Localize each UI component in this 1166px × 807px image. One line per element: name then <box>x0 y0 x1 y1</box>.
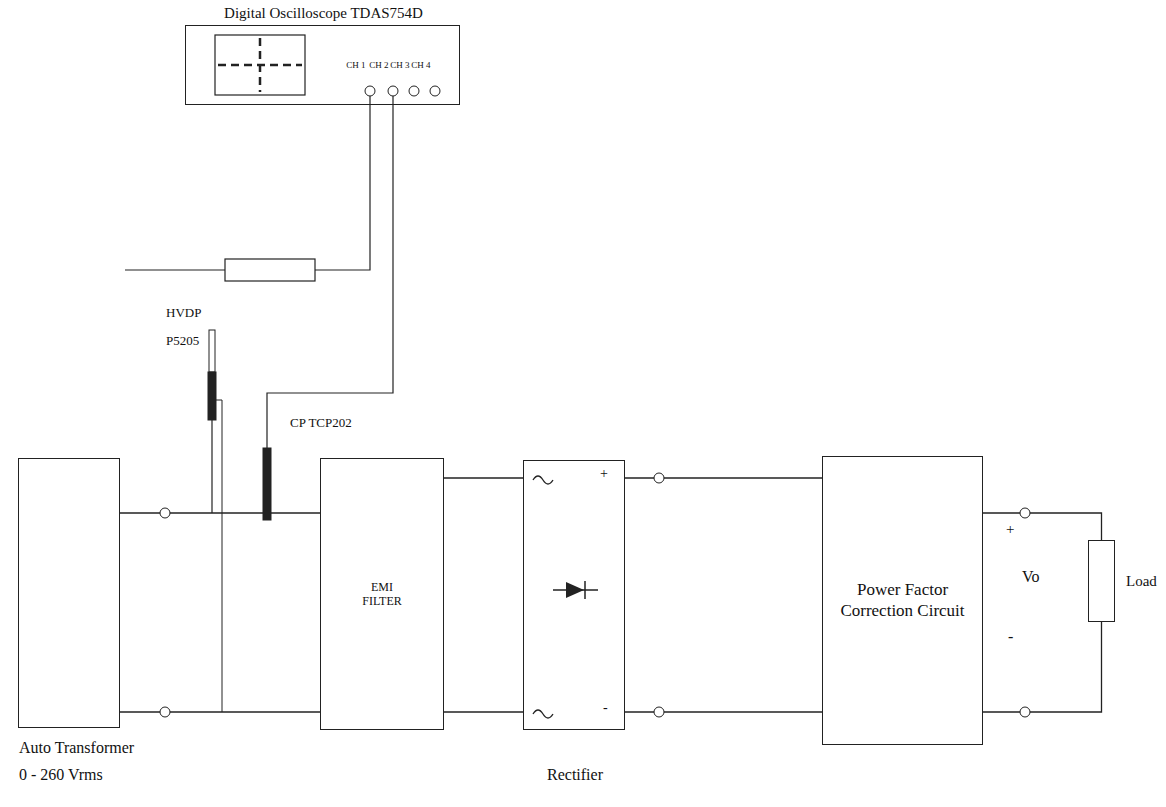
node-text: 0 - 260 Vrms <box>19 765 103 784</box>
terminal-label: + <box>1006 521 1014 538</box>
ac-symbol <box>533 710 553 718</box>
node-text: CH 4 <box>411 60 431 70</box>
wire <box>444 711 523 712</box>
current-probe <box>263 448 271 520</box>
node-text: CH 3 <box>390 60 410 70</box>
node-text: Power Factor Correction Circuit <box>840 580 965 621</box>
hv-probe-head <box>208 372 216 420</box>
node-text: CH 2 <box>369 60 389 70</box>
oscilloscope-box: Digital Oscilloscope TDAS754DCH 1CH 2CH … <box>185 25 460 105</box>
terminal <box>1020 508 1030 518</box>
node-text: Rectifier <box>524 765 626 784</box>
wire <box>983 622 1102 712</box>
hv-probe-body <box>209 330 215 372</box>
scope-screen <box>215 35 305 95</box>
channel-jack <box>388 86 398 96</box>
diode-symbol <box>584 581 586 599</box>
terminal-label: - <box>1008 628 1013 646</box>
pfc-box: Power Factor Correction Circuit <box>822 456 983 745</box>
node-text: EMI FILTER <box>357 580 407 609</box>
channel-jack <box>409 86 419 96</box>
wire <box>444 477 523 478</box>
probe-label: P5205 <box>166 334 199 348</box>
node-text: Digital Oscilloscope TDAS754D <box>186 4 461 22</box>
ac-symbol <box>533 476 553 484</box>
channel-jack <box>365 86 375 96</box>
node-text: CH 1 <box>346 60 366 70</box>
wire <box>120 512 320 513</box>
probe-lead <box>211 420 212 513</box>
diode-symbol <box>566 582 584 598</box>
terminal <box>160 707 170 717</box>
node-text: Load <box>1126 572 1157 590</box>
channel-jack <box>430 86 440 96</box>
screen-crosshair <box>218 64 302 67</box>
terminal-label: + <box>600 466 608 481</box>
probe-label: CP TCP202 <box>290 416 352 430</box>
load-box: Load <box>1088 540 1115 622</box>
terminal <box>1020 707 1030 717</box>
terminal-label: Vo <box>1022 568 1040 586</box>
terminal <box>654 707 664 717</box>
auto-transformer-box: Auto Transformer0 - 260 Vrms <box>18 458 120 728</box>
probe-ground-lead <box>222 400 223 712</box>
terminal <box>160 508 170 518</box>
terminal <box>654 473 664 483</box>
probe-cable <box>315 96 370 270</box>
rectifier-box: Rectifier <box>523 460 625 730</box>
wire <box>120 711 320 712</box>
probe-cable <box>267 96 393 448</box>
probe-label: HVDP <box>166 306 201 320</box>
probe-tip <box>125 269 225 270</box>
voltage-probe <box>225 259 315 281</box>
emi-filter-box: EMI FILTER <box>320 458 444 730</box>
wire <box>983 513 1102 540</box>
node-text: Auto Transformer <box>19 738 134 757</box>
terminal-label: - <box>603 700 608 715</box>
probe-ground-lead <box>216 400 222 401</box>
